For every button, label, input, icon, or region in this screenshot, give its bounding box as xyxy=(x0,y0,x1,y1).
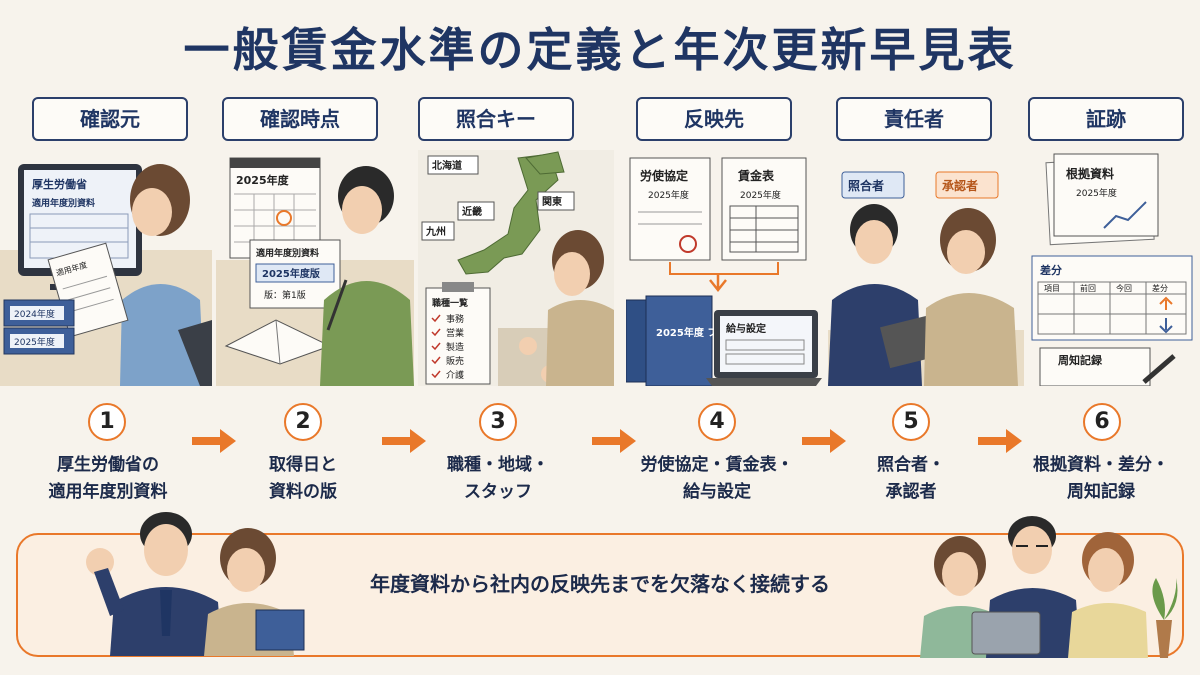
header-responsible: 責任者 xyxy=(836,97,992,141)
diff-col-item: 項目 xyxy=(1044,284,1060,293)
step-number-3: 3 xyxy=(479,403,517,441)
job-item-retail: 販売 xyxy=(446,355,464,367)
step-label-4: 労使協定・賃金表・給与設定 xyxy=(640,455,794,502)
diff-col-current: 今回 xyxy=(1116,283,1132,293)
illustration-responsible: 照合者 承認者 xyxy=(828,150,1024,386)
page-title: 一般賃金水準の定義と年次更新早見表 xyxy=(183,23,1017,77)
arrow-right-icon xyxy=(978,429,1022,453)
header-destination: 反映先 xyxy=(636,97,792,141)
illustration-evidence: 根拠資料 2025年度 差分 項目 前回 今回 差分 周知記録 xyxy=(1024,150,1200,386)
binder-2025: 2025年度 xyxy=(14,336,55,348)
illustration-timing: 2025年度 適用年度別資料 2025年度版 版：第1版 xyxy=(216,150,414,386)
doc-labor-agreement: 労使協定 xyxy=(640,168,688,183)
header-match-key: 照合キー xyxy=(418,97,574,141)
region-kinki: 近畿 xyxy=(462,205,482,218)
step-number-5: 5 xyxy=(892,403,930,441)
step-label-3: 職種・地域・スタッフ xyxy=(447,455,549,502)
laptop-title: 給与設定 xyxy=(726,322,766,335)
diff-title: 差分 xyxy=(1040,263,1062,277)
step-label-6: 根拠資料・差分・周知記録 xyxy=(1033,455,1169,502)
illustration-destination: 労使協定 2025年度 賃金表 2025年度 2025年度 ファイル 給与設定 xyxy=(626,150,822,386)
job-item-sales: 営業 xyxy=(446,327,464,339)
monitor-title: 厚生労働省 xyxy=(32,177,87,191)
region-kanto: 関東 xyxy=(542,195,562,208)
evidence-doc-year: 2025年度 xyxy=(1076,187,1117,199)
illustration-source: 厚生労働省 適用年度別資料 適用年度 2024年度 2025年度 xyxy=(0,150,212,386)
tag-checker: 照合者 xyxy=(848,178,884,193)
monitor-subtitle: 適用年度別資料 xyxy=(32,197,95,209)
doc-wage-table: 賃金表 xyxy=(737,168,775,183)
job-item-care: 介護 xyxy=(446,369,464,381)
header-source: 確認元 xyxy=(32,97,188,141)
step-number-2: 2 xyxy=(284,403,322,441)
evidence-doc-title: 根拠資料 xyxy=(1066,166,1114,181)
diff-col-previous: 前回 xyxy=(1080,283,1096,293)
calendar-year: 2025年度 xyxy=(236,173,290,187)
notice-title: 周知記録 xyxy=(1058,353,1103,367)
region-kyushu: 九州 xyxy=(425,225,446,238)
step-number-6: 6 xyxy=(1083,403,1121,441)
step-label-5: 照合者・承認者 xyxy=(877,455,945,502)
doc-wage-table-year: 2025年度 xyxy=(740,189,781,201)
step-number-1: 1 xyxy=(88,403,126,441)
summary-banner-text: 年度資料から社内の反映先までを欠落なく接続する xyxy=(370,572,830,596)
header-evidence: 証跡 xyxy=(1028,97,1184,141)
doc-version: 2025年度版 xyxy=(262,267,320,280)
step-label-1: 厚生労働省の適用年度別資料 xyxy=(48,455,168,502)
step-label-2: 取得日と資料の版 xyxy=(269,455,337,502)
doc-title: 適用年度別資料 xyxy=(256,247,319,259)
illustration-team-right xyxy=(920,516,1178,658)
job-item-clerical: 事務 xyxy=(446,313,464,325)
doc-edition: 版：第1版 xyxy=(264,289,306,301)
arrow-right-icon xyxy=(192,429,236,453)
header-timing: 確認時点 xyxy=(222,97,378,141)
arrow-right-icon xyxy=(802,429,846,453)
tag-approver: 承認者 xyxy=(942,178,978,193)
job-item-manufacturing: 製造 xyxy=(446,341,464,353)
diff-col-difference: 差分 xyxy=(1152,283,1168,293)
doc-labor-agreement-year: 2025年度 xyxy=(648,189,689,201)
illustration-team-left xyxy=(86,512,305,656)
binder-2024: 2024年度 xyxy=(14,308,55,320)
region-hokkaido: 北海道 xyxy=(432,159,462,172)
illustration-match-key: 北海道 関東 近畿 九州 職種一覧 事務 営業 製造 販売 介護 xyxy=(418,150,614,386)
arrow-right-icon xyxy=(592,429,636,453)
job-list-title: 職種一覧 xyxy=(432,297,468,309)
arrow-right-icon xyxy=(382,429,426,453)
step-number-4: 4 xyxy=(698,403,736,441)
